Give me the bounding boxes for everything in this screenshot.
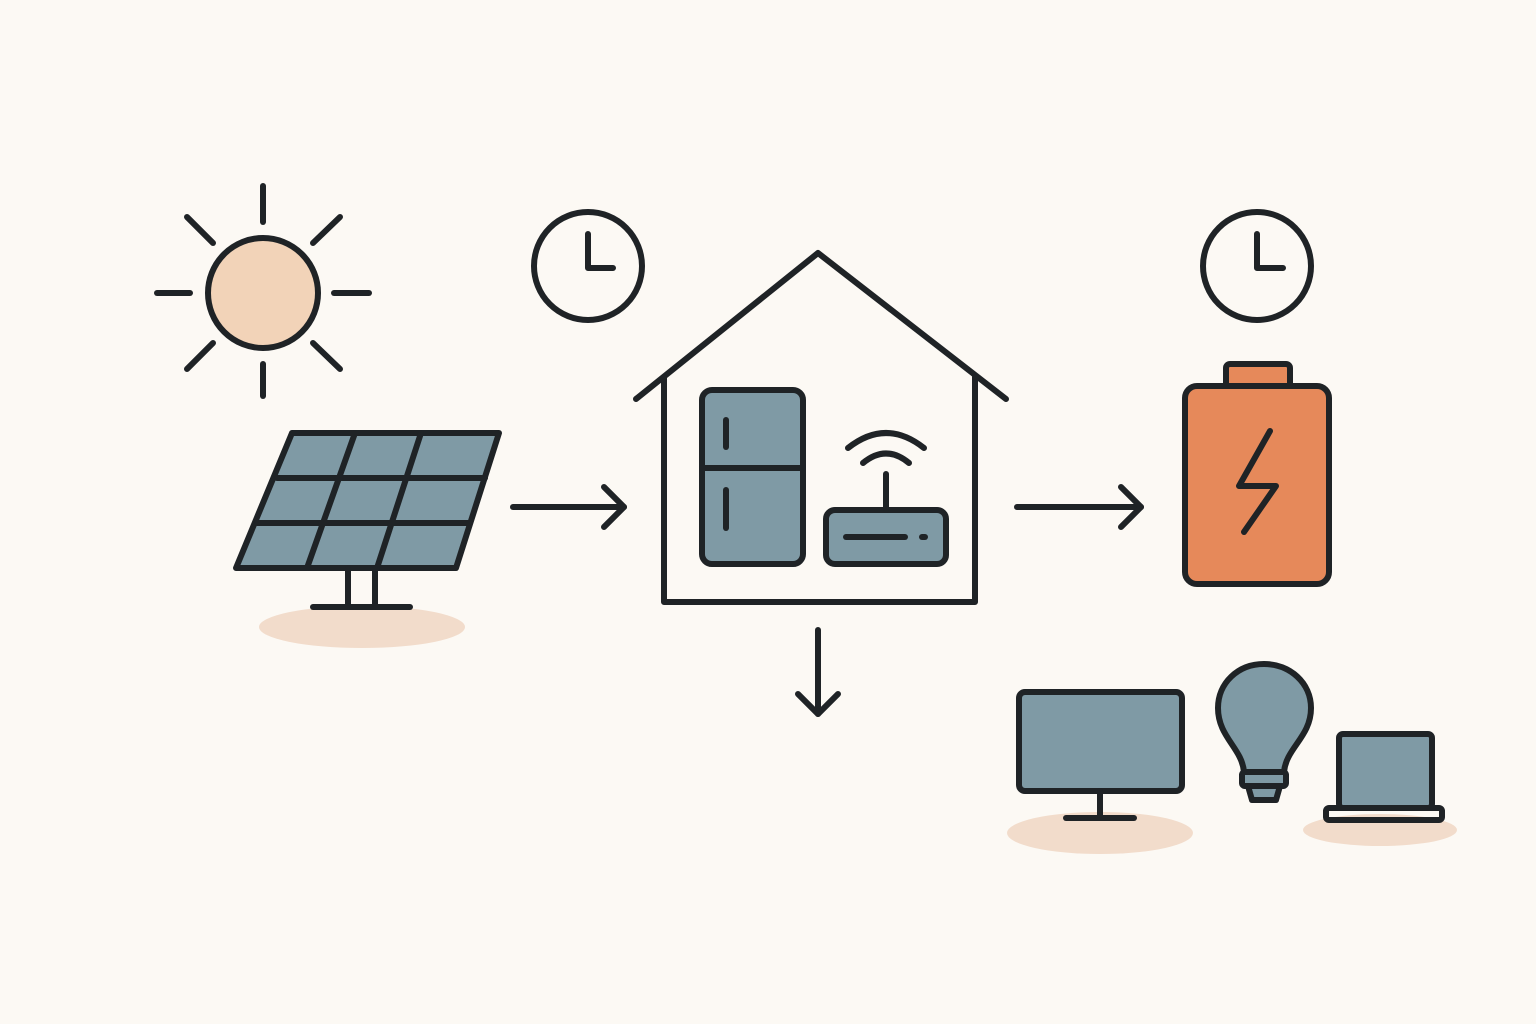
laptop-icon	[1323, 731, 1445, 823]
solar-panel-shadow	[259, 606, 465, 648]
solar-panel-icon	[233, 430, 502, 610]
clock-icon	[1200, 209, 1314, 323]
monitor-shadow	[1007, 812, 1193, 854]
house-icon	[633, 250, 1009, 605]
refrigerator-icon	[699, 387, 806, 567]
sun-icon	[154, 183, 372, 399]
battery-charging-icon	[1182, 361, 1332, 587]
monitor-icon	[1016, 689, 1185, 821]
arrow-right-icon	[510, 484, 627, 530]
clock-icon	[531, 209, 645, 323]
wifi-router-icon	[823, 430, 949, 567]
light-bulb-icon	[1215, 661, 1314, 803]
arrow-right-icon	[1014, 484, 1144, 530]
arrow-down-icon	[795, 627, 841, 717]
